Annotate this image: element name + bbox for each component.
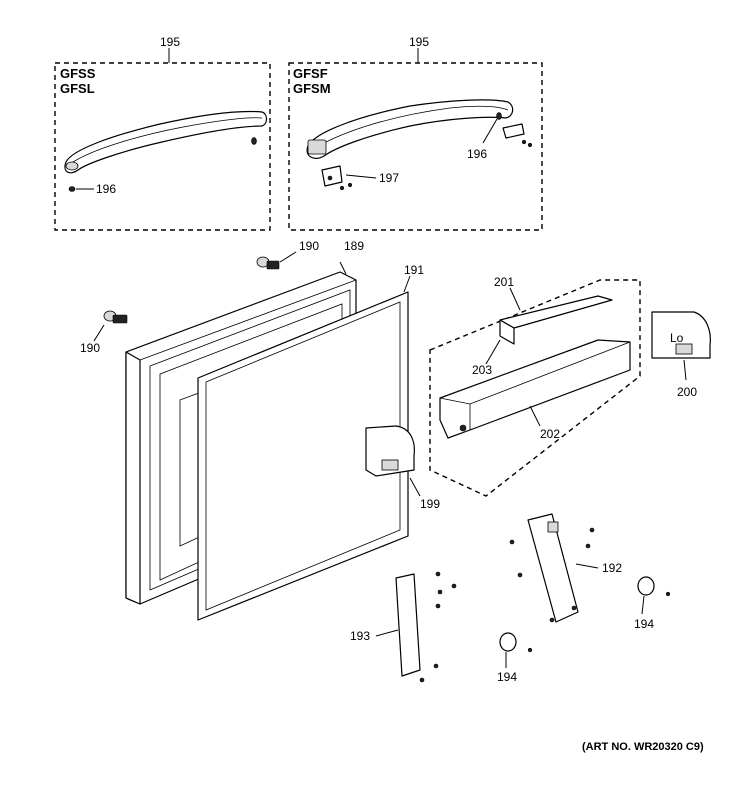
leader-192 xyxy=(575,563,599,569)
callout-196-right: 196 xyxy=(467,147,487,161)
leader-200 xyxy=(683,359,687,381)
leader-189 xyxy=(339,261,347,275)
door-cover-199 xyxy=(365,425,415,477)
callout-195-left: 195 xyxy=(160,35,180,49)
screw-icon xyxy=(585,543,591,549)
bin-assembly: 201 203 202 Lo 200 xyxy=(429,275,711,497)
screw-190-left xyxy=(103,310,128,324)
dashed-box-right xyxy=(288,62,543,231)
callout-202: 202 xyxy=(540,427,560,441)
door-handle-left-edge xyxy=(69,117,263,165)
bin-lid-203-front xyxy=(499,319,515,345)
screw-icon xyxy=(435,571,441,577)
leader-193 xyxy=(375,629,399,637)
model-label-gfsf: GFSF xyxy=(293,66,328,81)
door-top-edge xyxy=(139,279,357,361)
door-handle-left-endcap xyxy=(65,161,79,171)
callout-196-left: 196 xyxy=(96,182,116,196)
callout-203: 203 xyxy=(472,363,492,377)
door-handle-left xyxy=(64,110,268,174)
callout-195-right: 195 xyxy=(409,35,429,49)
callout-192: 192 xyxy=(602,561,622,575)
door-handle-right-edge xyxy=(311,105,509,151)
dashed-box-left xyxy=(54,62,271,231)
model-label-box-left xyxy=(56,64,100,98)
hinge-cam-194-right xyxy=(637,576,671,597)
leader-194-right xyxy=(641,595,645,615)
model-label-gfsl: GFSL xyxy=(60,81,95,96)
callout-200: 200 xyxy=(677,385,697,399)
door-assembly: 190 190 189 191 199 xyxy=(80,239,440,621)
leader-196-right xyxy=(482,118,498,144)
hinge-bracket-193 xyxy=(395,573,421,677)
leader-202 xyxy=(529,405,541,427)
handle-mount-left xyxy=(307,139,327,155)
model-label-box-right xyxy=(290,64,334,98)
screw-190-top xyxy=(256,256,280,270)
handle-bracket-right xyxy=(502,123,525,139)
leader-190-top xyxy=(279,251,297,263)
model-label-gfsm: GFSM xyxy=(293,81,331,96)
screw-icon xyxy=(665,591,671,597)
door-handle-right xyxy=(306,99,514,159)
screw-icon xyxy=(571,605,577,611)
callout-194-right: 194 xyxy=(634,617,654,631)
screw-icon xyxy=(437,589,443,595)
screw-icon xyxy=(521,139,527,145)
door-gasket-inner xyxy=(205,301,401,611)
screw-icon xyxy=(339,185,345,191)
screw-icon xyxy=(419,677,425,683)
screw-icon xyxy=(327,175,333,181)
cover-200-text: Lo xyxy=(670,331,684,345)
leader-199 xyxy=(409,477,421,497)
callout-197: 197 xyxy=(379,171,399,185)
screw-icon xyxy=(527,647,533,653)
screw-icon xyxy=(435,603,441,609)
door-front-face xyxy=(125,351,141,605)
screw-icon xyxy=(527,142,533,148)
set-screw-icon xyxy=(496,112,502,120)
hinge-cam-194-left xyxy=(499,632,533,653)
leader-203 xyxy=(485,339,501,365)
screw-icon xyxy=(509,539,515,545)
callout-193: 193 xyxy=(350,629,370,643)
dashed-box-bin xyxy=(429,279,641,497)
bin-screw-icon xyxy=(459,424,467,432)
hinge-192: 192 xyxy=(509,513,622,623)
screw-icon xyxy=(451,583,457,589)
screw-icon xyxy=(549,617,555,623)
screw-icon xyxy=(433,663,439,669)
handle-bracket-197 xyxy=(321,165,343,187)
set-screw-icon xyxy=(251,137,257,145)
handle-group-right: GFSF GFSM 195 196 197 xyxy=(288,35,543,231)
leader-190-left xyxy=(93,324,105,342)
cover-200-grille xyxy=(675,343,693,355)
handle-group-left: GFSS GFSL 195 196 xyxy=(54,35,271,231)
leader-191 xyxy=(403,275,411,293)
callout-191: 191 xyxy=(404,263,424,277)
vent-grille xyxy=(381,459,399,471)
callout-199: 199 xyxy=(420,497,440,511)
leader-197 xyxy=(345,174,377,179)
set-screw-icon xyxy=(68,186,76,192)
screw-icon xyxy=(589,527,595,533)
bin-lid-201 xyxy=(499,295,613,329)
screw-icon xyxy=(347,182,353,188)
hinge-bracket-192 xyxy=(527,513,579,623)
hinge-tab xyxy=(547,521,559,533)
callout-189: 189 xyxy=(344,239,364,253)
door-gasket xyxy=(197,291,409,621)
callout-190-top: 190 xyxy=(299,239,319,253)
hinge-193: 193 xyxy=(350,571,457,683)
screw-icon xyxy=(517,572,523,578)
door-bin-202 xyxy=(439,339,631,439)
leader-201 xyxy=(509,287,521,311)
art-number: (ART NO. WR20320 C9) xyxy=(582,741,704,753)
callout-190-left: 190 xyxy=(80,341,100,355)
callout-194-left: 194 xyxy=(497,670,517,684)
callout-201: 201 xyxy=(494,275,514,289)
cover-200 xyxy=(651,311,711,359)
model-label-gfss: GFSS xyxy=(60,66,96,81)
